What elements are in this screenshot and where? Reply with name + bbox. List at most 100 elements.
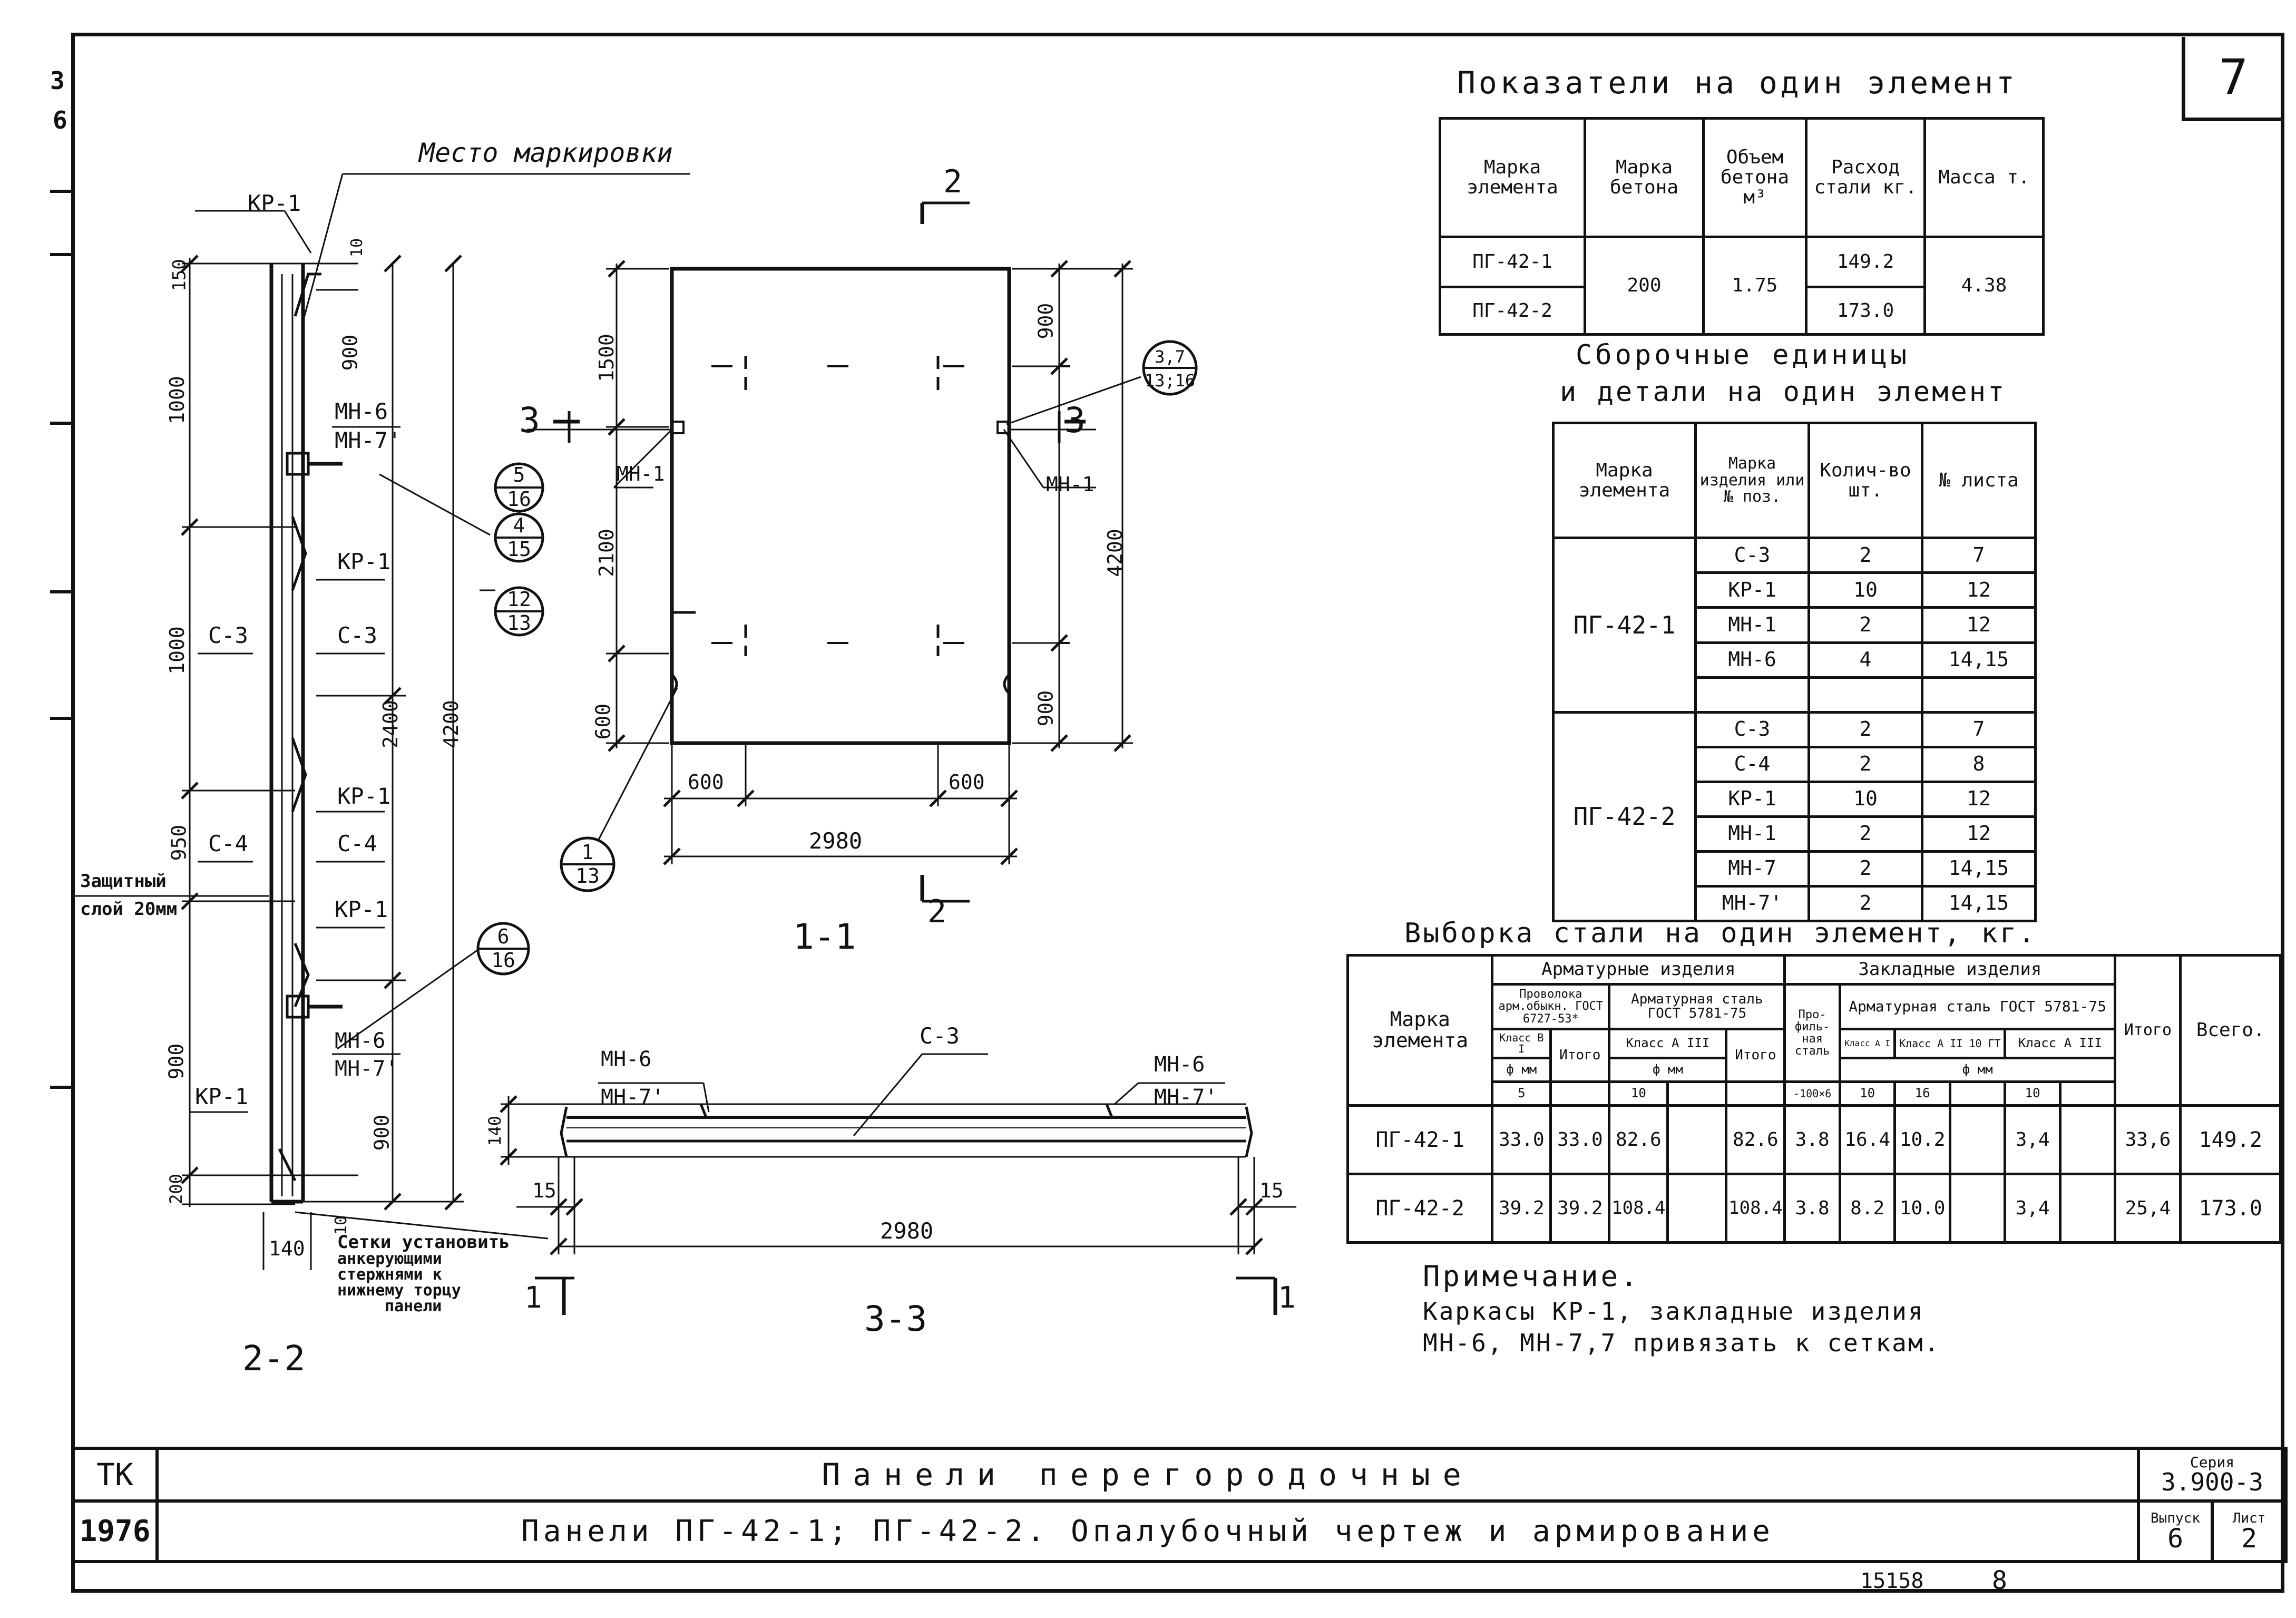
asm-cell: 7 bbox=[1921, 537, 2037, 574]
st-cell: 108.4 bbox=[1725, 1173, 1786, 1244]
sheet-number: 7 bbox=[2219, 48, 2249, 105]
install-note-line: панели bbox=[385, 1297, 442, 1315]
ind-steel-2: 173.0 bbox=[1805, 286, 1926, 336]
st-d16: 16 bbox=[1893, 1080, 1951, 1107]
mh7-label-33-right: МН-7' bbox=[1154, 1085, 1218, 1109]
mh7-label-33-left: МН-7' bbox=[601, 1085, 665, 1109]
st-cell: 149.2 bbox=[2179, 1104, 2282, 1175]
tb-issue-label: Выпуск bbox=[2151, 1510, 2200, 1526]
note-title: Примечание. bbox=[1423, 1260, 1640, 1293]
tb-org: ТК bbox=[71, 1447, 159, 1503]
title-block: ТК Панели перегородочные Серия 3.900-3 1… bbox=[71, 1447, 2288, 1563]
st-cell: 8.2 bbox=[1838, 1173, 1897, 1244]
st-cell bbox=[1948, 1104, 2007, 1175]
bubble-5-top: 5 bbox=[513, 463, 525, 486]
st-d10c: 10 bbox=[2004, 1080, 2061, 1107]
dim-2980-11: 2980 bbox=[809, 828, 863, 854]
kp1-label-4: КР-1 bbox=[335, 896, 388, 922]
assemblies-table: Марка элемента Марка изделия или № поз. … bbox=[1552, 421, 2037, 923]
asm-element-1: ПГ-42-1 bbox=[1552, 537, 1697, 714]
st-h-mark: Марка элемента bbox=[1346, 954, 1494, 1107]
sheet-frame bbox=[71, 33, 2284, 1593]
asm-cell: С-3 bbox=[1694, 710, 1810, 748]
asm-cell: 2 bbox=[1808, 745, 1923, 783]
asm-cell: КР-1 bbox=[1694, 780, 1810, 818]
cut-2-bottom: 2 bbox=[927, 893, 947, 930]
cut-2-top: 2 bbox=[943, 163, 963, 200]
st-cell bbox=[1666, 1104, 1728, 1175]
section-11-label: 1-1 bbox=[793, 917, 856, 957]
st-cell bbox=[1948, 1173, 2007, 1244]
dim-140-22: 140 bbox=[269, 1237, 305, 1260]
st-h-rebar: Арматурные изделия bbox=[1491, 954, 1786, 986]
install-note-line: Сетки установить bbox=[337, 1232, 510, 1253]
st-h-grand: Всего. bbox=[2179, 954, 2282, 1107]
ind-grade: 200 bbox=[1584, 236, 1705, 336]
note-line-2: МН-6, МН-7,7 привязать к сеткам. bbox=[1423, 1329, 1941, 1357]
ind-h-mass: Масса т. bbox=[1923, 117, 2045, 238]
install-note: Сетки установить анкерующими стержнями к… bbox=[337, 1233, 510, 1314]
ind-mark-1: ПГ-42-1 bbox=[1439, 236, 1586, 288]
st-h-class-a2: Класс А ІІ 10 ГТ bbox=[1893, 1028, 2007, 1059]
asm-cell: КР-1 bbox=[1694, 571, 1810, 609]
st-mark-1: ПГ-42-1 bbox=[1346, 1104, 1494, 1175]
cut-1-left: 1 bbox=[524, 1281, 542, 1315]
kp1-label-5: КР-1 bbox=[195, 1084, 249, 1109]
bubble-37-top: 3,7 bbox=[1155, 347, 1185, 367]
dim-900-b: 900 bbox=[164, 1043, 188, 1080]
st-cell: 16.4 bbox=[1838, 1104, 1897, 1175]
bubble-12-top: 12 bbox=[507, 588, 531, 611]
st-h-steel-gost: Арматурная сталь ГОСТ 5781-75 bbox=[1608, 983, 1786, 1030]
install-note-line: стержнями к bbox=[337, 1265, 442, 1284]
dim-140-33: 140 bbox=[484, 1116, 505, 1146]
mh6-label-33-left: МН-6 bbox=[601, 1047, 652, 1071]
ind-volume: 1.75 bbox=[1702, 236, 1808, 336]
mh6-label-bottom: МН-6 bbox=[335, 1029, 386, 1053]
dim-600-a: 600 bbox=[688, 771, 724, 794]
asm-cell: МН-7' bbox=[1694, 884, 1810, 923]
st-h-class-a3: Класс А ІІІ bbox=[1608, 1028, 1728, 1059]
st-h-total2: Итого bbox=[1725, 1028, 1786, 1083]
st-d10: 10 bbox=[1608, 1080, 1669, 1107]
st-profile-size: -100×6 bbox=[1783, 1080, 1841, 1107]
asm-cell: 14,15 bbox=[1921, 884, 2037, 923]
st-empty bbox=[1549, 1080, 1611, 1107]
margin-mark-top: 3 bbox=[50, 66, 65, 95]
panel-11-outline bbox=[670, 267, 1011, 745]
asm-cell: МН-1 bbox=[1694, 815, 1810, 853]
dim-900-c: 900 bbox=[370, 1114, 394, 1151]
page-number: 8 bbox=[1992, 1566, 2007, 1595]
st-h-dia2: ф мм bbox=[1608, 1057, 1728, 1083]
bubble-4-bottom: 15 bbox=[507, 538, 531, 561]
mh6-label-33-right: МН-6 bbox=[1154, 1052, 1205, 1077]
archive-number: 15158 bbox=[1860, 1569, 1924, 1593]
mh6-label-top: МН-6 bbox=[335, 398, 388, 424]
ind-h-mark: Марка элемента bbox=[1439, 117, 1586, 238]
kp1-label-2: КР-1 bbox=[337, 549, 391, 574]
asm-cell: МН-6 bbox=[1694, 641, 1810, 679]
st-h-dia: ф мм bbox=[1491, 1057, 1552, 1083]
st-d5: 5 bbox=[1491, 1080, 1552, 1107]
bubble-37-bottom: 13;16 bbox=[1145, 371, 1195, 391]
st-cell: 3.8 bbox=[1783, 1104, 1841, 1175]
install-note-line: анкерующими bbox=[337, 1250, 442, 1268]
asm-cell bbox=[1694, 676, 1810, 714]
ind-mark-2: ПГ-42-2 bbox=[1439, 286, 1586, 336]
st-mark-2: ПГ-42-2 bbox=[1346, 1173, 1494, 1244]
c3-label-33: С-3 bbox=[920, 1023, 960, 1049]
asm-cell: 14,15 bbox=[1921, 641, 2037, 679]
asm-cell: 12 bbox=[1921, 571, 2037, 609]
asm-cell: С-4 bbox=[1694, 745, 1810, 783]
indicators-table: Марка элемента Марка бетона Объем бетона… bbox=[1439, 117, 2045, 336]
st-cell bbox=[1666, 1173, 1728, 1244]
steel-table: Марка элемента Арматурные изделия Заклад… bbox=[1346, 954, 2282, 1244]
asm-cell bbox=[1808, 676, 1923, 714]
asm-cell: 2 bbox=[1808, 606, 1923, 644]
ind-mass: 4.38 bbox=[1923, 236, 2045, 336]
tb-series: 3.900-3 bbox=[2161, 1468, 2263, 1496]
assemblies-title-1: Сборочные единицы bbox=[1576, 339, 1910, 371]
st-cell: 39.2 bbox=[1549, 1173, 1611, 1244]
st-h-emb-steel: Арматурная сталь ГОСТ 5781-75 bbox=[1838, 983, 2117, 1030]
cut-3-right: 3 bbox=[1064, 400, 1086, 441]
st-h-class-a3b: Класс А ІІІ bbox=[2004, 1028, 2117, 1059]
